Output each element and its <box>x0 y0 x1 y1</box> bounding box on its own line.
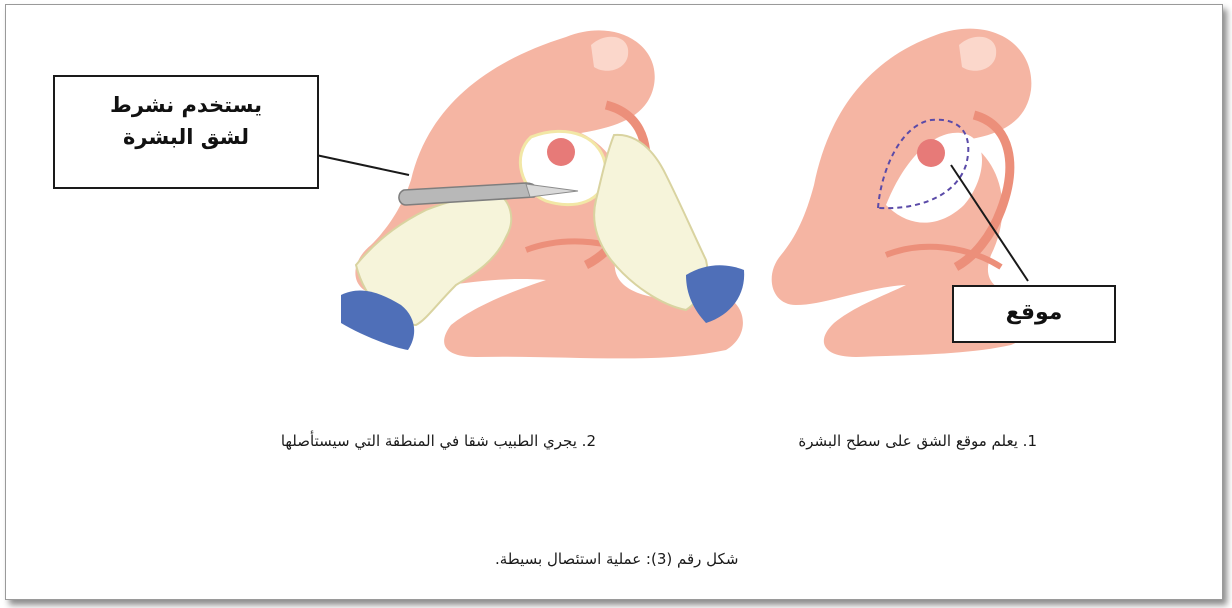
site-callout: موقع <box>952 285 1116 343</box>
figure-frame: يستخدم نشرط لشق البشرة موقع 1. يعلم موقع… <box>5 4 1223 600</box>
left-skin-illustration <box>316 30 744 358</box>
scalpel-callout: يستخدم نشرط لشق البشرة <box>53 75 319 189</box>
figure-caption: شكل رقم (3): عملية استئصال بسيطة. <box>495 550 738 568</box>
step-1-caption: 1. يعلم موقع الشق على سطح البشرة <box>798 432 1037 450</box>
lesion-left <box>547 138 575 166</box>
step-2-caption: 2. يجري الطبيب شقا في المنطقة التي سيستأ… <box>281 432 596 450</box>
scalpel-leader-line <box>316 155 409 175</box>
lesion-right <box>917 139 945 167</box>
